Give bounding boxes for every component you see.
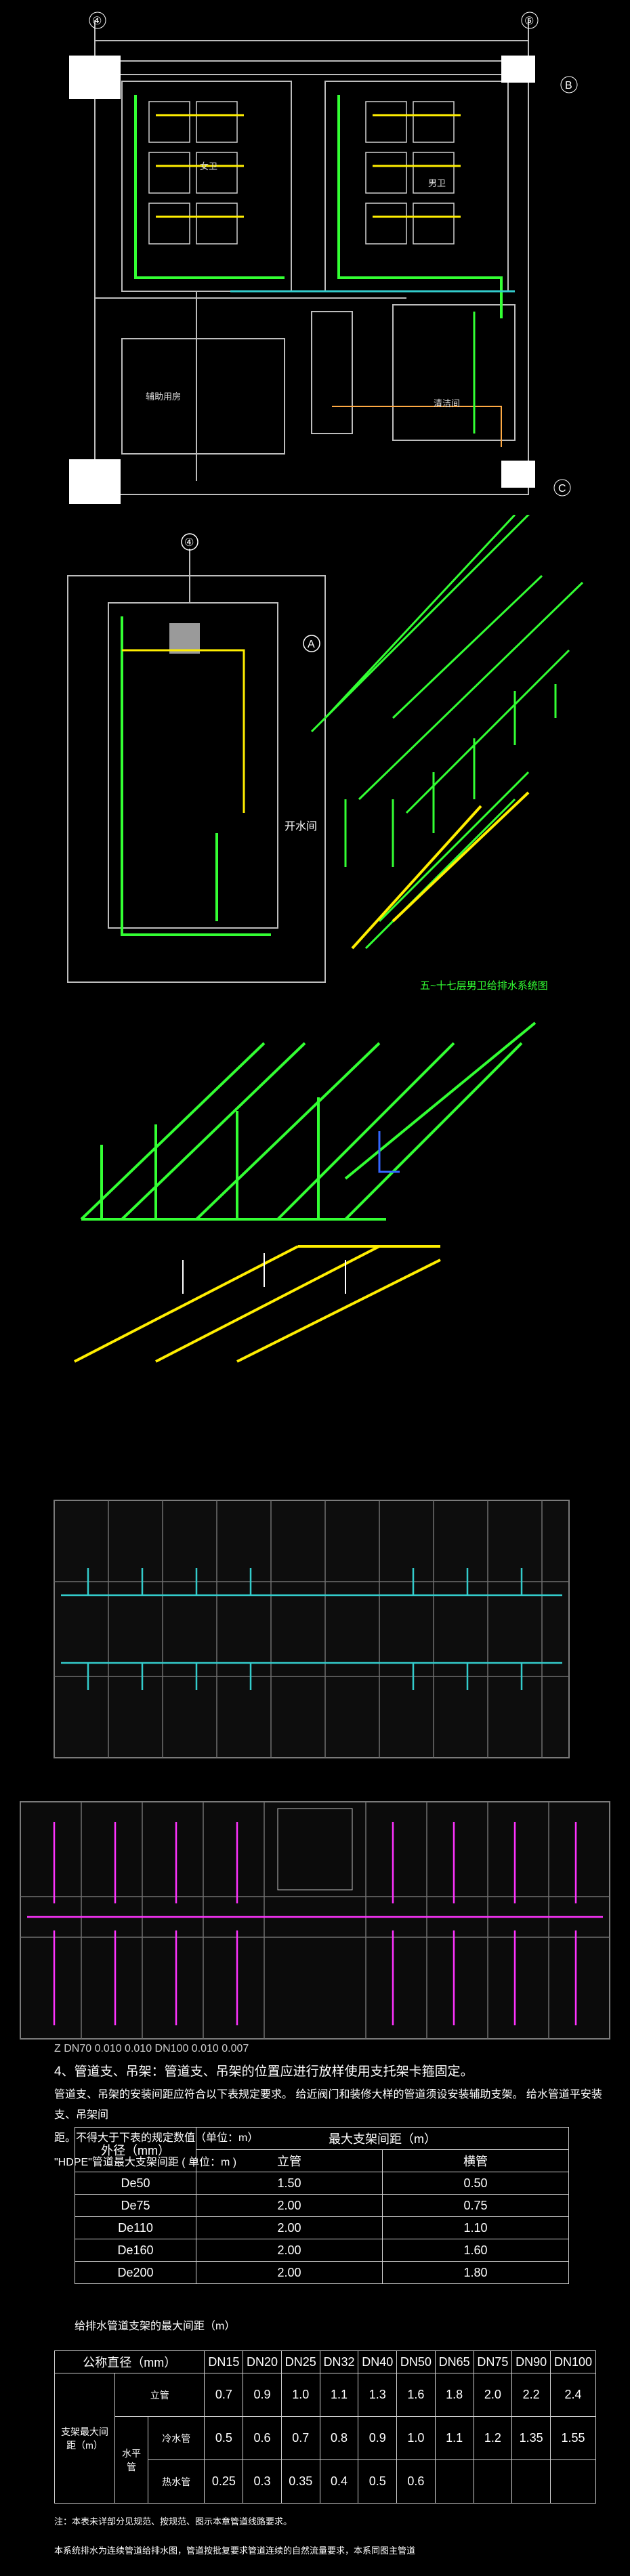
cell: DN65 [434,2350,474,2373]
cell: 1.10 [382,2216,569,2239]
room-label: 男卫 [428,178,446,188]
cell: 1.0 [396,2416,436,2460]
cell: 0.75 [382,2194,569,2217]
toilet-plan-2-with-isometric: ④ A 开水间 五~十七层男卫给排水系统图 [41,515,596,1023]
table2-row2-group: 水平管 [114,2416,148,2504]
cell: 0.3 [243,2459,282,2504]
legend-row: Z DN70 0.010 0.010 DN100 0.010 0.007 [54,2043,249,2054]
cell: 0.6 [396,2459,436,2504]
cell [549,2459,597,2504]
cell: DN20 [243,2350,282,2373]
cell: 0.9 [243,2373,282,2417]
cell: 2.00 [196,2239,383,2262]
axis-label: A [308,639,315,650]
axis-label: ④ [92,16,102,27]
cell: 1.35 [511,2416,551,2460]
cell: DN100 [549,2350,597,2373]
toilet-plan-1: ④ ⑤ B C 女卫 男卫 辅助用房 清洁间 [27,0,596,522]
table1-col-header: 外径（mm） [75,2127,196,2172]
floor-plan-magenta [14,1788,616,2052]
cell: 0.7 [204,2373,244,2417]
cell: 0.5 [204,2416,244,2460]
table2-row2-label: 冷水管 [147,2416,205,2460]
cell [434,2459,474,2504]
cell: 1.50 [196,2172,383,2195]
cell: DN90 [511,2350,551,2373]
cell: 2.00 [196,2261,383,2284]
cell: De200 [75,2261,196,2284]
cell: De110 [75,2216,196,2239]
cell: 0.35 [280,2459,320,2504]
axis-label: ④ [184,537,194,549]
cell: 1.2 [473,2416,513,2460]
cell [511,2459,551,2504]
footnote: 本系统排水为连续管道给排水图，管道按批复要求管道连续的自然流量要求，本系同图主管… [54,2546,416,2556]
cell: 2.2 [511,2373,551,2417]
cell: DN15 [204,2350,244,2373]
cell: 0.6 [243,2416,282,2460]
table2-row1-label: 立管 [114,2373,205,2417]
cell: 0.4 [319,2459,359,2504]
cell: DN75 [473,2350,513,2373]
table2-row-group: 支架最大间距（m） [54,2373,115,2504]
table2-header-label: 公称直径（mm） [54,2350,205,2373]
cell: 1.3 [358,2373,398,2417]
table1-group-header: 最大支架间距（m） [196,2127,569,2150]
room-label: 辅助用房 [146,392,181,402]
pipe-support-spacing-table: 公称直径（mm） DN15 DN20 DN25 DN32 DN40 DN50 D… [54,2350,597,2504]
isometric-system-2 [61,1016,589,1422]
note-para-4b: 管道支、吊架的安装间距应符合以下表规定要求。 给近阀门和装修大样的管道须设安装辅… [54,2089,602,2121]
axis-label: C [558,483,566,494]
table2-row3-label: 热水管 [147,2459,205,2504]
floor-plan-cyan [34,1487,589,1771]
room-label: 女卫 [200,161,217,171]
table1-sub-header: 立管 [196,2149,383,2172]
note-para-4: 4、管道支、吊架：管道支、吊架的位置应进行放样使用支托架卡箍固定。 [54,2065,474,2079]
axis-label: B [565,80,572,91]
cell: 1.1 [319,2373,359,2417]
table1-sub-header: 横管 [382,2149,569,2172]
cell: 0.8 [319,2416,359,2460]
cell: 1.55 [549,2416,597,2460]
cell: 0.9 [358,2416,398,2460]
cell: De50 [75,2172,196,2195]
table2-caption: 给排水管道支架的最大间距（m） [75,2321,236,2332]
cell: 2.4 [549,2373,597,2417]
cell: 2.0 [473,2373,513,2417]
axis-label: ⑤ [524,16,534,27]
cell [473,2459,513,2504]
cell: DN25 [280,2350,320,2373]
isometric-title: 五~十七层男卫给排水系统图 [420,980,548,992]
cell: DN50 [396,2350,436,2373]
cell: De75 [75,2194,196,2217]
cell: DN32 [319,2350,359,2373]
cell: 0.7 [280,2416,320,2460]
cell: 1.6 [396,2373,436,2417]
cell: 1.60 [382,2239,569,2262]
cell: 0.5 [358,2459,398,2504]
cell: 0.25 [204,2459,244,2504]
footnote: 注：本表未详部分见规范、按规范、图示本章管道线路要求。 [54,2516,293,2527]
room-label: 开水间 [285,820,317,832]
cell: DN40 [358,2350,398,2373]
cell: De160 [75,2239,196,2262]
cell: 1.0 [280,2373,320,2417]
cell: 1.80 [382,2261,569,2284]
room-label: 清洁间 [434,398,460,408]
cell: 0.50 [382,2172,569,2195]
cell: 2.00 [196,2216,383,2239]
cell: 1.1 [434,2416,474,2460]
cell: 2.00 [196,2194,383,2217]
cell: 1.8 [434,2373,474,2417]
